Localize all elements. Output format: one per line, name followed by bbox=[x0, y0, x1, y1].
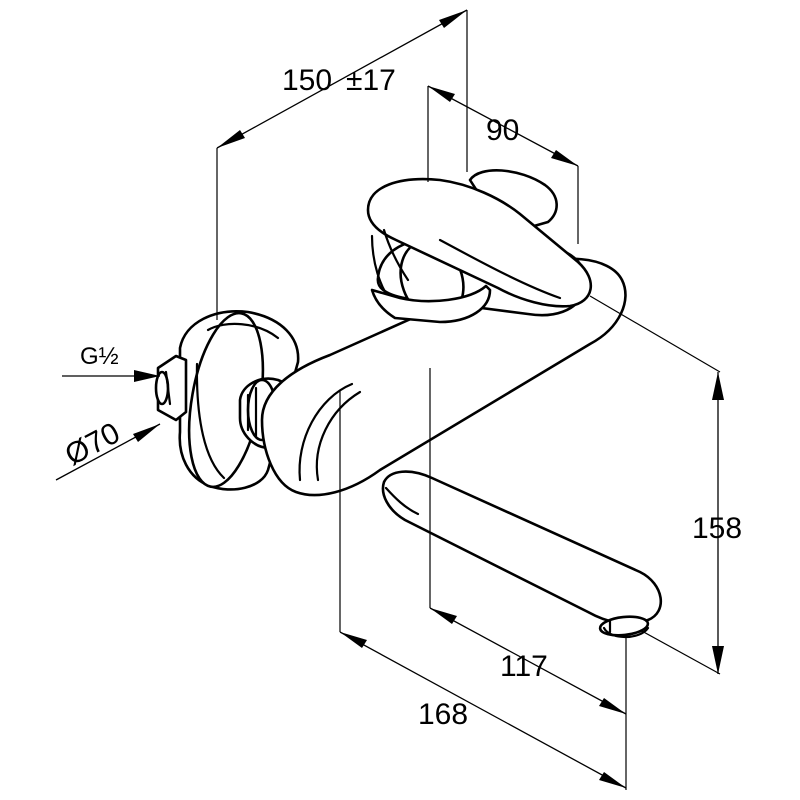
dim-spout-inner-value: 117 bbox=[500, 650, 548, 683]
extension-lines bbox=[216, 10, 721, 790]
faucet-assembly bbox=[154, 169, 663, 639]
dim-spout-outer-value: 168 bbox=[418, 698, 468, 731]
dim-handle-depth: 90 bbox=[427, 85, 579, 167]
dim-rosette-diameter-value: Ø70 bbox=[60, 416, 126, 472]
dim-overall-depth-tolerance: ±17 bbox=[346, 64, 396, 97]
dim-spout-outer: 168 bbox=[339, 631, 627, 789]
handle-neck bbox=[370, 284, 492, 324]
mixer-body bbox=[260, 257, 627, 497]
dim-overall-depth-value: 150 bbox=[282, 64, 332, 97]
inlet-thread bbox=[154, 354, 188, 422]
spout bbox=[381, 470, 663, 639]
dim-rosette-diameter: Ø70 bbox=[55, 416, 161, 481]
lever-handle bbox=[366, 177, 593, 308]
dim-thread: G½ bbox=[62, 343, 160, 382]
dim-overall-depth: 150 ±17 bbox=[216, 9, 468, 149]
dim-spout-inner: 117 bbox=[429, 607, 627, 715]
dim-height-value: 158 bbox=[692, 512, 742, 545]
dim-thread-value: G½ bbox=[80, 343, 119, 370]
dim-handle-depth-value: 90 bbox=[486, 114, 519, 147]
dim-height: 158 bbox=[692, 372, 742, 674]
